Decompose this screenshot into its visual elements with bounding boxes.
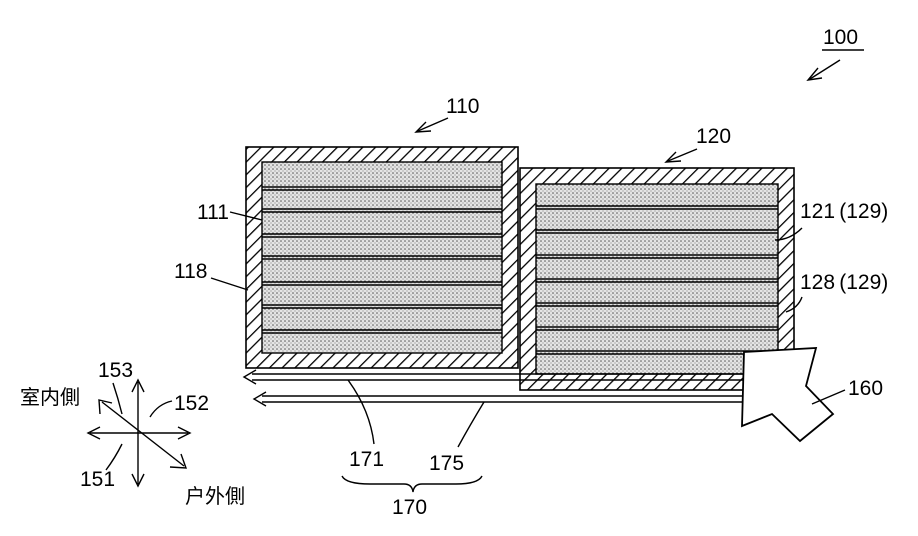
label-170: 170 bbox=[392, 496, 427, 519]
airflow-arrow-175 bbox=[254, 392, 744, 406]
label-175: 175 bbox=[429, 452, 464, 475]
label-152: 152 bbox=[174, 392, 209, 415]
label-151-leader bbox=[106, 444, 122, 470]
unit-110-label: 110 bbox=[446, 95, 479, 118]
label-171-leader bbox=[348, 380, 374, 444]
label-118: 118 bbox=[174, 260, 207, 283]
label-151: 151 bbox=[80, 468, 115, 491]
hollow-arrow-icon bbox=[742, 348, 833, 441]
unit-110-leader bbox=[418, 118, 448, 131]
label-111: 111 bbox=[197, 201, 229, 224]
unit-120-label: 120 bbox=[696, 125, 731, 148]
label-121: 121 (129) bbox=[800, 200, 888, 223]
figure-label: 100 bbox=[823, 26, 858, 49]
label-118-leader bbox=[211, 278, 248, 290]
outdoor-side-label: 户外側 bbox=[185, 484, 245, 508]
figure-label-group: 100 bbox=[808, 26, 864, 80]
unit-110: 110 bbox=[246, 95, 518, 368]
figure-label-arrowhead bbox=[808, 68, 822, 80]
figure-label-leader bbox=[810, 60, 840, 79]
label-152-leader bbox=[150, 401, 172, 417]
indoor-side-label: 室内側 bbox=[20, 385, 80, 409]
label-171: 171 bbox=[349, 448, 384, 471]
label-175-leader bbox=[458, 402, 484, 447]
label-128: 128 (129) bbox=[800, 271, 888, 294]
unit-120: 120 bbox=[520, 125, 794, 390]
label-153-leader bbox=[113, 383, 122, 414]
label-160: 160 bbox=[848, 377, 883, 400]
brace-170 bbox=[342, 476, 482, 492]
label-153: 153 bbox=[98, 359, 133, 382]
